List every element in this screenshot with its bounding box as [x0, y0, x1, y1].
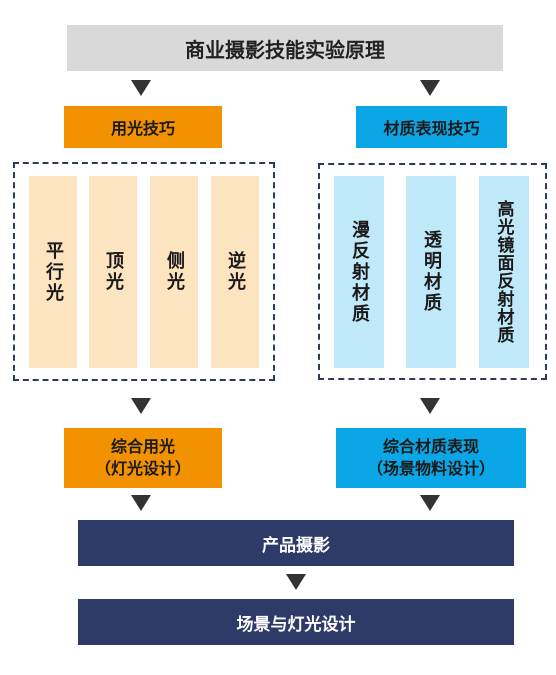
combined-lighting-box: 综合用光 （灯光设计） — [64, 428, 222, 488]
arrow-down-icon — [420, 80, 440, 96]
lighting-type-item: 侧光 — [150, 176, 198, 368]
material-type-item: 透明材质 — [406, 176, 456, 368]
lighting-type-item: 平行光 — [29, 176, 77, 368]
arrow-down-icon — [131, 495, 151, 511]
material-type-item: 高光镜面反射材质 — [479, 176, 529, 368]
scene-lighting-design-box: 场景与灯光设计 — [78, 599, 514, 645]
material-type-item: 漫反射材质 — [334, 176, 384, 368]
product-photography-box: 产品摄影 — [78, 520, 514, 566]
arrow-down-icon — [420, 398, 440, 414]
material-types-group — [318, 163, 547, 380]
material-technique-header: 材质表现技巧 — [356, 106, 507, 148]
lighting-type-item: 逆光 — [211, 176, 259, 368]
diagram-title: 商业摄影技能实验原理 — [67, 25, 503, 71]
arrow-down-icon — [131, 398, 151, 414]
combined-material-box: 综合材质表现 （场景物料设计） — [336, 428, 526, 488]
arrow-down-icon — [420, 495, 440, 511]
arrow-down-icon — [131, 80, 151, 96]
lighting-types-group — [13, 162, 275, 381]
arrow-down-icon — [286, 574, 306, 590]
lighting-technique-header: 用光技巧 — [64, 106, 222, 148]
lighting-type-item: 顶光 — [89, 176, 137, 368]
